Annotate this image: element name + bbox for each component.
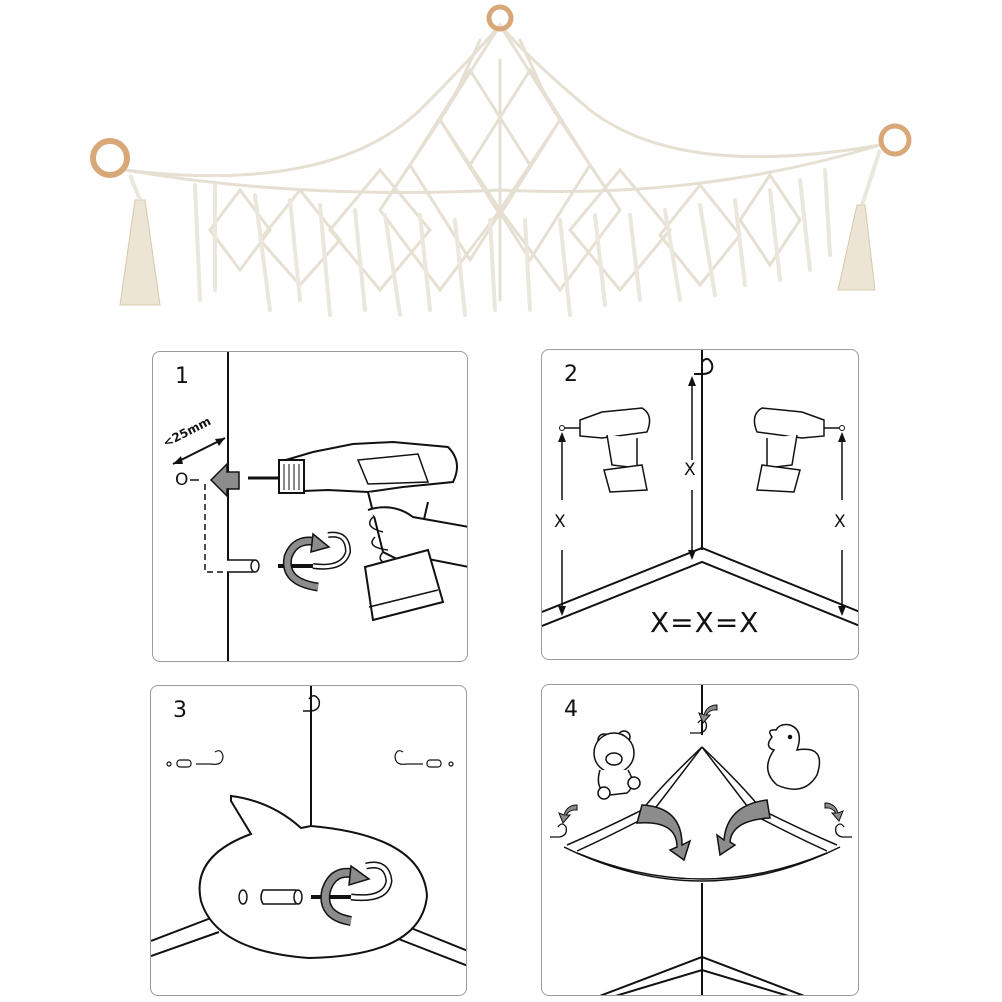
step-number: 2 bbox=[564, 362, 578, 387]
step-number: 3 bbox=[173, 698, 187, 723]
teddy-bear-icon bbox=[593, 730, 641, 800]
hammock-product-image bbox=[0, 0, 1002, 330]
step-number: 1 bbox=[175, 364, 189, 389]
install-hooks-illustration bbox=[151, 686, 466, 967]
drill-hole-illustration bbox=[172, 352, 467, 661]
height-x-center: X bbox=[684, 460, 696, 480]
step-2-panel: 2 X X X X=X=X bbox=[541, 349, 859, 660]
measure-height-illustration bbox=[542, 350, 858, 627]
step-1-panel: 1 <25mm O bbox=[152, 351, 468, 662]
step-number: 4 bbox=[564, 697, 578, 722]
height-x-right: X bbox=[834, 512, 846, 532]
hole-label: O bbox=[175, 470, 189, 490]
hammock-illustration bbox=[90, 4, 912, 317]
hang-net-illustration bbox=[550, 685, 852, 995]
rubber-duck-icon bbox=[767, 723, 821, 790]
step-4-panel: 4 bbox=[541, 684, 859, 996]
step-3-panel: 3 bbox=[150, 685, 467, 996]
equal-heights-label: X=X=X bbox=[650, 606, 760, 639]
height-x-left: X bbox=[554, 512, 566, 532]
